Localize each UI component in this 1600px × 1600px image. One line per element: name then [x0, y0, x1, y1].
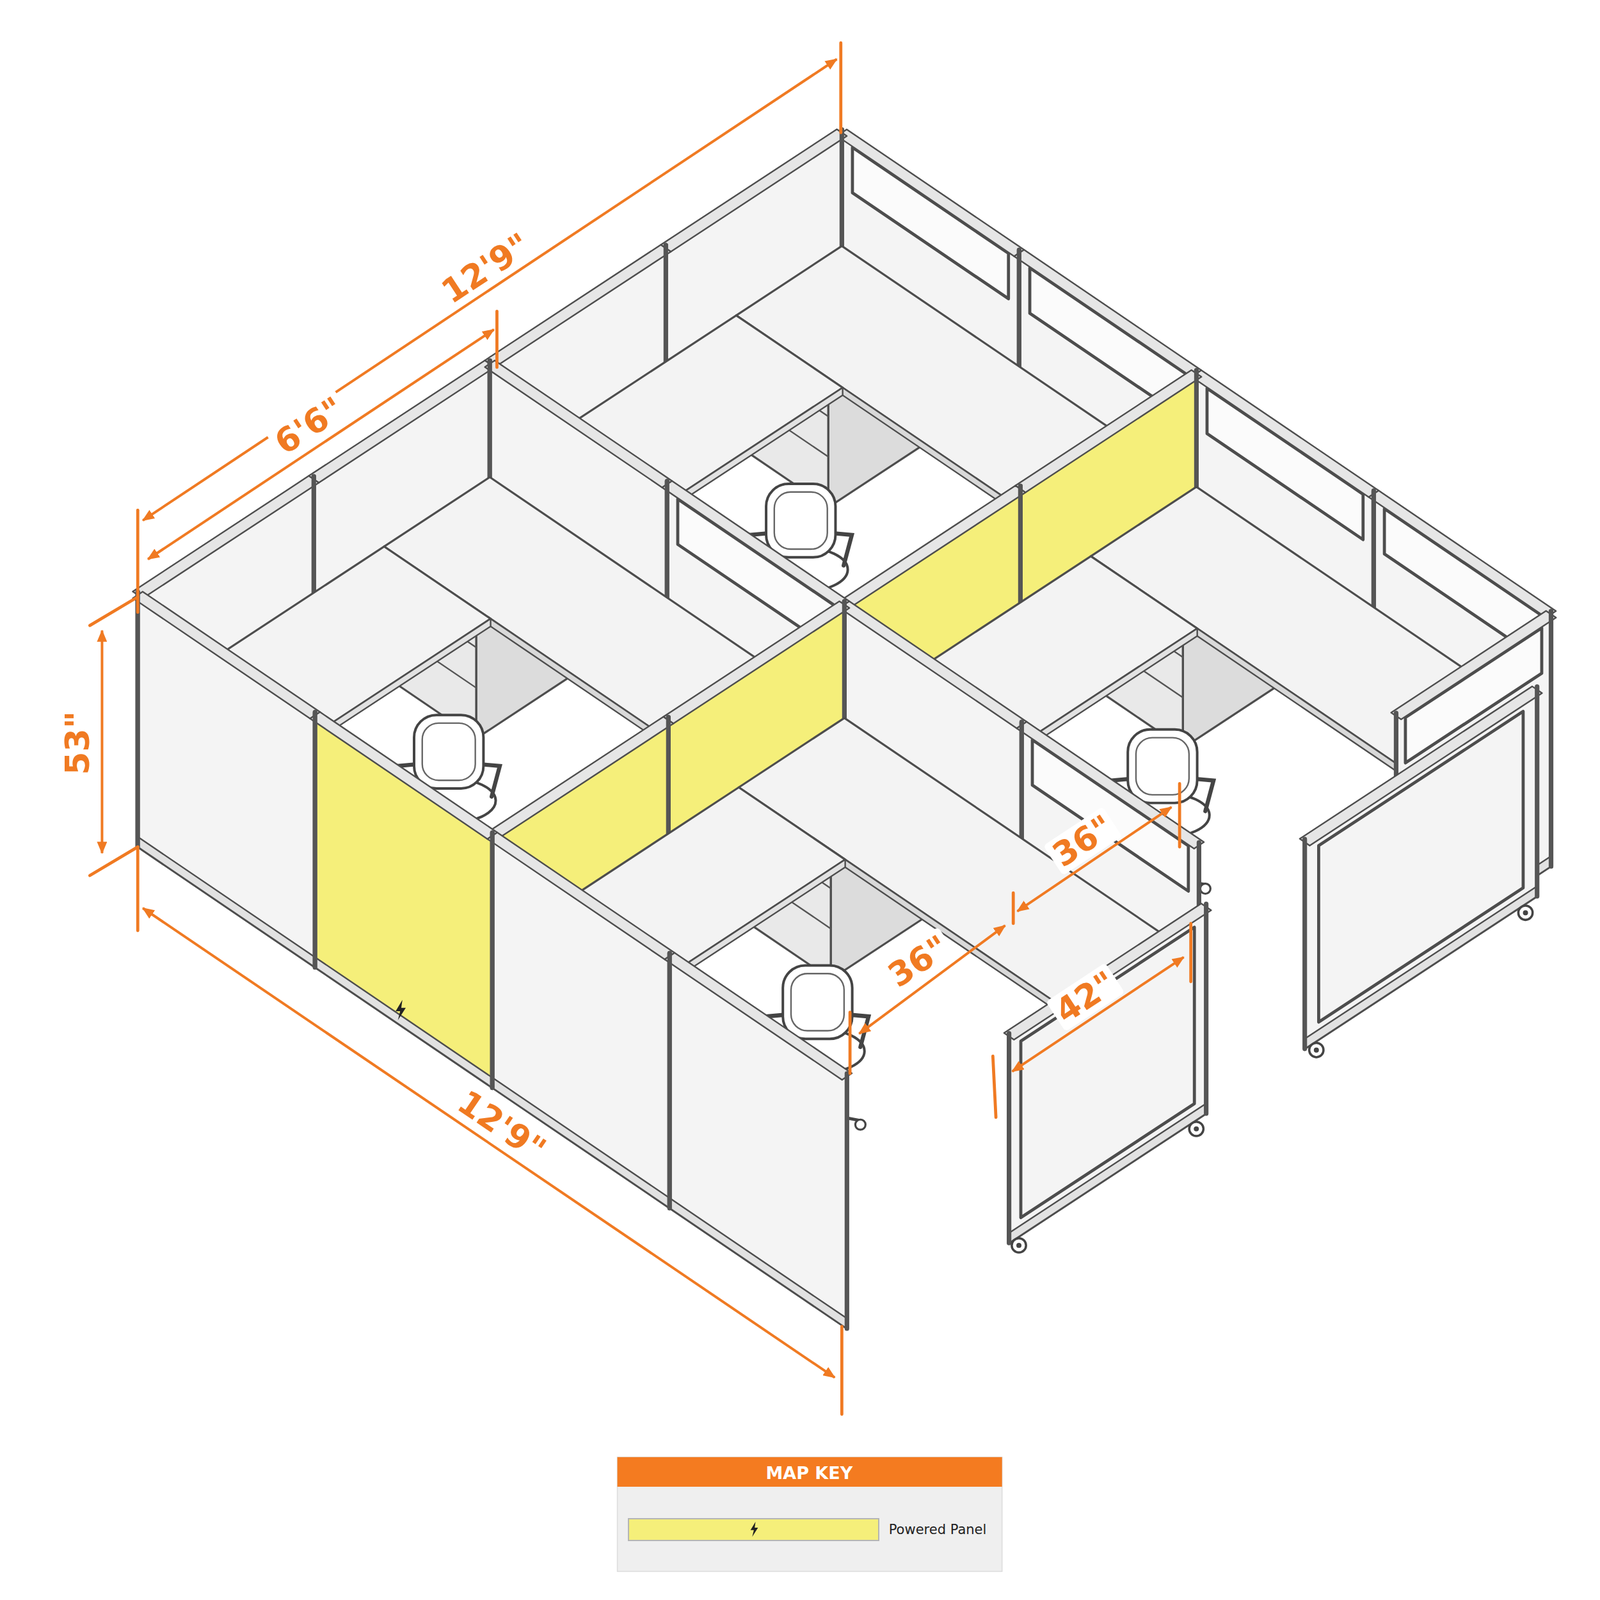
legend-title: MAP KEY: [765, 1463, 853, 1481]
panel-post: [667, 952, 672, 1209]
panel-post: [490, 832, 495, 1088]
cubicle-panel: [1304, 689, 1538, 1049]
dimension-line: [100, 630, 104, 854]
chair-caster: [855, 1119, 866, 1130]
panel-cap: [837, 129, 1024, 256]
map-key: [617, 1457, 1003, 1572]
extension-line: [848, 1012, 852, 1074]
caster-hub: [1313, 1047, 1320, 1053]
chair-mesh: [422, 723, 476, 781]
panel-cap: [839, 601, 1027, 729]
panel-post: [1534, 686, 1540, 897]
panel-post: [1203, 903, 1209, 1114]
panel-cap: [1014, 249, 1202, 377]
extension-line: [89, 597, 138, 626]
chair-mesh: [774, 492, 828, 550]
panel-post: [135, 592, 141, 848]
cubicle-cluster: [132, 129, 1556, 1329]
panel-base: [137, 837, 315, 968]
extension-line: [89, 846, 138, 876]
panel-post: [135, 592, 141, 848]
panel-post: [490, 832, 495, 1088]
panel-cap: [839, 485, 1026, 608]
legend-swatch: [627, 1518, 880, 1541]
extension-line: [136, 846, 140, 931]
extension-line: [495, 311, 499, 368]
panel-cap: [133, 591, 320, 719]
door-frame: [1318, 711, 1524, 1023]
extension-line: [840, 1326, 844, 1415]
chair-caster: [1200, 883, 1211, 895]
panel-post: [1548, 611, 1554, 867]
caster-hub: [1193, 1126, 1199, 1132]
panel-base: [1009, 1103, 1207, 1243]
dimension-line: [142, 908, 835, 1378]
panel-cap: [310, 712, 498, 840]
chair-back: [766, 483, 836, 558]
power-symbol: [750, 1521, 758, 1537]
dimension-lines: [89, 42, 1191, 1415]
panel-post: [312, 712, 318, 968]
dimension-line: [142, 58, 837, 521]
panel-cap: [1004, 903, 1212, 1040]
panel-post: [1006, 1033, 1012, 1244]
dimension-label: 53": [59, 707, 96, 779]
panel-cap: [487, 716, 674, 840]
panel-cap: [487, 832, 675, 960]
caster: [1011, 1238, 1026, 1253]
panel-post: [1548, 611, 1554, 867]
panel-cap: [132, 476, 319, 599]
panel-base: [314, 957, 493, 1088]
panel-cap: [662, 480, 850, 608]
panel-post: [844, 1073, 850, 1329]
chair-back: [414, 714, 484, 789]
extension-line: [839, 42, 843, 133]
panel-base: [1304, 886, 1538, 1049]
dimension-line: [147, 329, 494, 560]
dimension-line: [1012, 957, 1184, 1072]
caster: [1518, 905, 1533, 920]
panel-cap: [485, 360, 672, 488]
panel-cap: [1368, 490, 1556, 618]
panel-post: [667, 952, 672, 1209]
power-symbol: [395, 999, 406, 1021]
extension-line: [992, 1056, 996, 1118]
panel-cap: [664, 952, 852, 1080]
chair-mesh: [791, 973, 845, 1031]
caster: [1189, 1121, 1204, 1136]
panel-cap: [663, 600, 850, 724]
extension-line: [1011, 892, 1016, 924]
chair-back: [1127, 729, 1197, 804]
legend-label: Powered Panel: [888, 1522, 987, 1536]
power-symbol: [629, 1519, 879, 1540]
chair-back: [782, 965, 852, 1039]
caster-hub: [1016, 1242, 1022, 1248]
key-header: [617, 1457, 1003, 1487]
panel-cap: [1299, 686, 1543, 846]
key-panel: [617, 1457, 1003, 1572]
dimension-line: [858, 925, 1005, 1034]
panel-cap: [661, 129, 848, 252]
caster: [1309, 1043, 1324, 1058]
cubicle-panel: [1009, 906, 1207, 1243]
panel-base: [669, 1198, 847, 1329]
door-frame: [1020, 927, 1195, 1218]
panel-post: [490, 832, 495, 1088]
caster-hub: [1523, 910, 1529, 916]
panel-post: [1302, 839, 1307, 1049]
panel-post: [312, 712, 318, 968]
extension-line: [1178, 783, 1182, 847]
panel-cap: [1015, 369, 1202, 493]
panel-cap: [1191, 369, 1379, 497]
extension-line: [1189, 923, 1193, 982]
